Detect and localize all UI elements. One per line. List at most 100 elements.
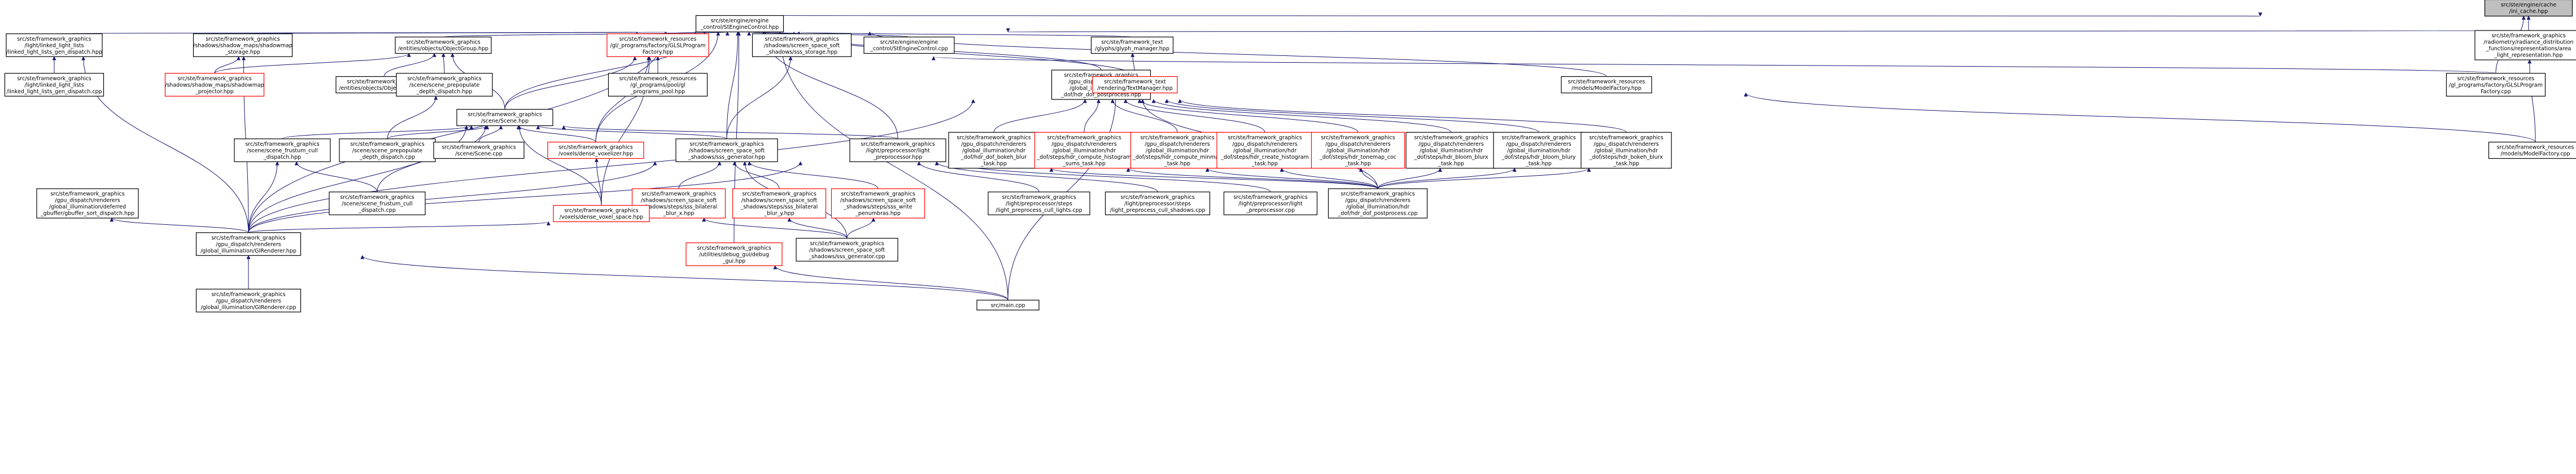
file-node-ll-gen-cpp[interactable]: src/ste/framework_graphics/light/linked_… — [4, 73, 104, 97]
file-node-bokeh-blur[interactable]: src/ste/framework_graphics/gpu_dispatch/… — [948, 132, 1040, 169]
file-node-scene-cpp[interactable]: src/ste/framework_graphics/scene/Scene.c… — [433, 141, 525, 159]
edge-bilat-x-to-sss-gen — [678, 161, 722, 189]
edge-tonemap-to-hdr-dispatch — [1137, 99, 1359, 133]
node-label-line: /global_illumination/hdr — [1595, 147, 1658, 154]
edge-prepop-to-objgroup — [441, 53, 446, 73]
file-node-pool[interactable]: src/ste/framework_resources/gl_programs/… — [608, 73, 708, 97]
file-node-ll-gen[interactable]: src/ste/framework_graphics/light/linked_… — [6, 33, 103, 57]
node-box — [1328, 188, 1428, 219]
node-box — [1493, 132, 1584, 169]
file-node-gi-cpp[interactable]: src/ste/framework_graphics/gpu_dispatch/… — [195, 289, 302, 312]
file-node-penumbras[interactable]: src/ste/framework_graphics/shadows/scree… — [831, 188, 925, 219]
file-node-bokeh-bilat[interactable]: src/ste/framework_graphics/gpu_dispatch/… — [1580, 132, 1672, 169]
file-node-modelfactory[interactable]: src/ste/framework_resources/models/Model… — [1561, 76, 1652, 94]
file-node-cull-lights[interactable]: src/ste/framework_graphics/light/preproc… — [988, 192, 1090, 215]
file-node-glyph-hpp[interactable]: src/ste/framework_text/glyphs/glyph_mana… — [1090, 36, 1174, 54]
file-node-sss-gen-cpp[interactable]: src/ste/framework_graphics/shadows/scree… — [796, 238, 898, 262]
file-node-textmgr[interactable]: src/ste/framework_text/rendering/TextMan… — [1092, 76, 1178, 94]
file-node-bilat-x[interactable]: src/ste/framework_graphics/shadows/scree… — [631, 188, 726, 219]
node-label-line: /gpu_dispatch/renderers — [55, 198, 120, 204]
file-node-radiometry[interactable]: src/ste/framework_graphics/radiometry/ra… — [2474, 30, 2576, 60]
node-label-line: src/ste/framework_text — [1101, 40, 1163, 46]
file-node-shadowmap-proj[interactable]: src/ste/framework_graphics/shadows/shado… — [164, 73, 265, 97]
file-node-dense-space[interactable]: src/ste/framework_graphics/voxels/dense_… — [553, 205, 650, 223]
file-node-root[interactable]: src/ste/engine/cache/ini_cache.hpp — [2484, 0, 2573, 17]
node-box — [193, 33, 293, 57]
file-node-glslprog[interactable]: src/ste/framework_resources/gl/_programs… — [606, 33, 709, 57]
file-node-shadowmap[interactable]: src/ste/framework_graphics/shadows/shado… — [193, 33, 293, 57]
file-node-prepop-cpp[interactable]: src/ste/framework_graphics/scene/scene_p… — [339, 138, 436, 162]
node-box — [976, 299, 1040, 311]
node-label-line: src/ste/framework_graphics — [689, 141, 763, 147]
file-node-create-hist[interactable]: src/ste/framework_graphics/gpu_dispatch/… — [1216, 132, 1313, 169]
node-box — [796, 238, 898, 262]
node-label-line: Factory.cpp — [2481, 89, 2511, 95]
file-node-voxelizer[interactable]: src/ste/framework_graphics/voxels/dense_… — [547, 141, 644, 159]
node-label-line: /scene/scene_frustum_cull — [342, 201, 412, 207]
edge-dense-space-to-scene — [517, 125, 602, 206]
node-box — [395, 36, 492, 54]
node-label-line: src/ste/framework_graphics — [1321, 134, 1395, 141]
file-node-hist-sums[interactable]: src/ste/framework_graphics/gpu_dispatch/… — [1034, 132, 1134, 169]
file-node-sss-storage[interactable]: src/ste/framework_graphics/shadows/scree… — [752, 33, 852, 57]
node-label-line: src/ste/framework_graphics — [177, 76, 251, 82]
file-node-ecs[interactable]: src/ste/engine/engine_control/StEngineCo… — [695, 15, 784, 33]
node-label-line: /voxels/dense_voxelizer.hpp — [558, 151, 633, 157]
edge-bloom-blury-to-hdr-dispatch — [1164, 99, 1539, 133]
edge-prepop-cpp-to-scene — [387, 125, 490, 140]
node-label-line: src/ste/framework_graphics — [50, 191, 124, 197]
node-label-line: _dof/steps/hdr_bloom_blurx — [1414, 154, 1488, 160]
node-label-line: src/ste/framework_graphics — [211, 292, 285, 298]
node-label-line: _dof/hdr_dof_bokeh_blur — [960, 154, 1027, 160]
node-label-line: _depth_dispatch.cpp — [359, 154, 415, 160]
edge-frustum-cpp-to-frustum — [294, 161, 378, 192]
node-label-line: src/ste/framework_text — [1104, 79, 1166, 85]
file-node-sss-gen[interactable]: src/ste/framework_graphics/shadows/scree… — [675, 138, 778, 162]
file-node-minmax[interactable]: src/ste/framework_graphics/gpu_dispatch/… — [1130, 132, 1225, 169]
node-label-line: src/ste/framework_graphics — [861, 141, 935, 147]
file-node-tonemap[interactable]: src/ste/framework_graphics/gpu_dispatch/… — [1311, 132, 1405, 169]
file-node-hdr-cpp[interactable]: src/ste/framework_graphics/gpu_dispatch/… — [1328, 188, 1428, 219]
node-label-line: /shadows/screen_space_soft — [840, 198, 916, 204]
node-box — [1034, 132, 1134, 169]
node-label-line: /global_illumination/hdr — [1053, 147, 1116, 154]
file-node-frustum-cpp[interactable]: src/ste/framework_graphics/scene/scene_f… — [329, 192, 426, 215]
file-node-modelfactory-cpp[interactable]: src/ste/framework_resources/models/Model… — [2488, 141, 2576, 159]
node-label-line: _dof/hdr_dof_postprocess.cpp — [1337, 211, 1417, 217]
file-node-debug-gui[interactable]: src/ste/framework_graphics/utilities/deb… — [686, 242, 783, 266]
file-node-gbuf-sort[interactable]: src/ste/framework_graphics/gpu_dispatch/… — [36, 188, 139, 219]
edge-prepop-cpp-to-prepop — [387, 95, 438, 139]
file-node-bloom-blury[interactable]: src/ste/framework_graphics/gpu_dispatch/… — [1493, 132, 1584, 169]
node-box — [547, 141, 644, 159]
edge-gi-hpp-to-sss-gen — [248, 161, 657, 233]
edge-hdr-cpp-to-hist-sums — [1126, 168, 1378, 189]
node-label-line: _task.hpp — [1251, 160, 1278, 167]
edge-hist-sums-to-hdr-dispatch — [1084, 99, 1101, 133]
node-box — [339, 138, 436, 162]
node-label-line: /scene/scene_frustum_cull — [247, 147, 317, 154]
node-label-line: _blur_y.hpp — [763, 211, 794, 217]
file-node-main[interactable]: src/main.cpp — [976, 299, 1040, 311]
node-label-line: src/ste/framework_graphics — [442, 145, 516, 151]
file-node-ecs-cpp[interactable]: src/ste/engine/engine_control/StEngineCo… — [863, 36, 955, 54]
file-node-cull-shadows[interactable]: src/ste/framework_graphics/light/preproc… — [1104, 192, 1211, 215]
edge-main-to-gi-hpp — [360, 255, 1008, 301]
node-label-line: _dof/steps/hdr_compute_histogram — [1036, 154, 1131, 160]
edge-gi-hpp-to-gbuf-sort — [110, 218, 249, 233]
file-node-lp-hpp[interactable]: src/ste/framework_graphics/light/preproc… — [849, 138, 946, 162]
edge-bokeh-blur-to-hdr-dispatch — [993, 99, 1087, 133]
file-node-gi-hpp[interactable]: src/ste/framework_graphics/gpu_dispatch/… — [195, 232, 302, 256]
node-label-line: /light/preprocessor/light — [866, 147, 930, 154]
node-label-line: /shadows/screen_space_soft — [689, 147, 765, 154]
edge-radiometry-to-ecs — [1007, 28, 2529, 33]
node-label-line: src/ste/framework_graphics — [1501, 134, 1575, 141]
file-node-lp-cpp[interactable]: src/ste/framework_graphics/light/preproc… — [1223, 192, 1318, 215]
file-node-objgroup[interactable]: src/ste/framework_graphics/entities/obje… — [395, 36, 492, 54]
file-node-glslprog-cpp[interactable]: src/ste/framework_resources/gl_programs/… — [2446, 73, 2546, 97]
file-node-bloom-blurx[interactable]: src/ste/framework_graphics/gpu_dispatch/… — [1405, 132, 1497, 169]
file-node-scene[interactable]: src/ste/framework_graphics/scene/Scene.h… — [456, 108, 553, 127]
file-node-bilat-y[interactable]: src/ste/framework_graphics/shadows/scree… — [732, 188, 827, 219]
file-node-frustum[interactable]: src/ste/framework_graphics/scene/scene_f… — [234, 138, 331, 162]
file-node-prepop[interactable]: src/ste/framework_graphics/scene/scene_p… — [396, 73, 493, 97]
